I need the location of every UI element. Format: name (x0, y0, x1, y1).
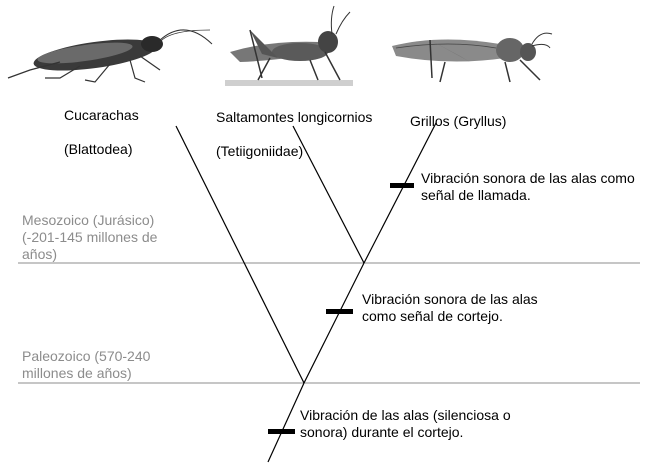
trait-marker-calling (390, 183, 414, 188)
era-paleozoic-label: Paleozoico (570-240 millones de años) (22, 348, 151, 381)
orthoptera-branch (303, 262, 365, 384)
taxon-cricket-label: Grillos (Gryllus) (410, 96, 506, 147)
taxon-cockroach-name: Cucarachas (64, 107, 139, 123)
cricket-branch (363, 122, 437, 264)
era-mesozoic-label: Mesozoico (Jurásico) (-201-145 millones … (22, 212, 158, 262)
taxon-cockroach-sub: (Blattodea) (64, 141, 133, 157)
katydid-branch (292, 125, 365, 264)
trunk-branch (267, 382, 305, 463)
trait-courtship-sound-label: Vibración sonora de las alas como señal … (362, 291, 538, 324)
cockroach-branch (175, 125, 305, 384)
taxon-katydid-sub: (Tetiigoniidae) (216, 143, 304, 159)
katydid-icon (225, 5, 353, 86)
taxon-cricket-name: Grillos (Gryllus) (410, 113, 507, 129)
taxon-cockroach-label: Cucarachas (Blattodea) (64, 90, 139, 175)
taxon-katydid-name: Saltamontes longicornios (216, 109, 373, 125)
cockroach-icon (7, 29, 213, 83)
trait-courtship-vibration-label: Vibración de las alas (silenciosa o sono… (300, 407, 511, 440)
cricket-icon (392, 32, 553, 83)
taxon-katydid-label: Saltamontes longicornios (Tetiigoniidae) (216, 92, 372, 177)
trait-marker-courtship-sound (326, 309, 353, 314)
trait-calling-label: Vibración sonora de las alas como señal … (421, 170, 635, 203)
trait-marker-courtship-vibration (268, 429, 295, 434)
